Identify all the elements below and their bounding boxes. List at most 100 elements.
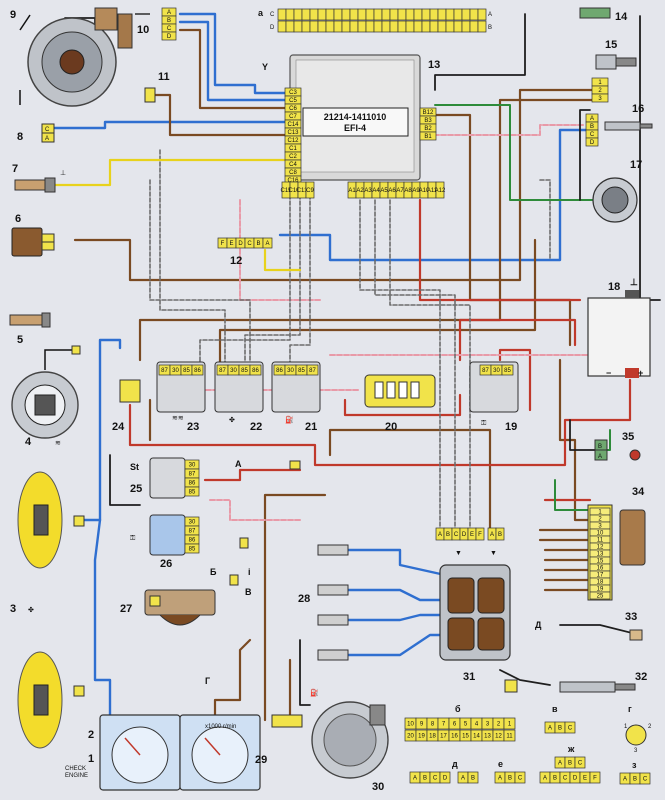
arrow-down-icon: ▼	[455, 550, 462, 557]
legend-zh-top-pin-label: A	[558, 761, 562, 767]
relay-26-pin: 87	[184, 525, 200, 536]
ecu-pin-left-label: C12	[287, 138, 299, 144]
callout-17: 17	[630, 159, 642, 171]
tps-sensor	[117, 13, 133, 49]
connector-a-cell	[421, 8, 431, 21]
ecu-pin-left-label: C2	[289, 154, 297, 160]
tachometer-needle	[204, 737, 221, 756]
label-st: St	[130, 462, 139, 472]
connector	[271, 714, 303, 728]
wire-blue	[53, 120, 287, 130]
fuse	[374, 381, 384, 399]
connector	[144, 87, 156, 103]
connector-a-cell-box	[349, 8, 359, 21]
block-34-pin: 15	[589, 556, 611, 565]
sensor-body	[604, 121, 641, 131]
legend-z-pin-label: A	[623, 777, 627, 783]
ecu-pin-bottom-label: A12	[435, 188, 446, 194]
relay-25-pin-label: 87	[189, 472, 196, 478]
sensor-tip	[614, 683, 636, 691]
ecu-pin-bottom-box	[305, 181, 315, 199]
legend-z-pin-box	[639, 772, 651, 785]
connector-a-cell-box	[389, 20, 399, 33]
legend-b-bottom-pin: 15	[459, 729, 472, 742]
connector-a-cell	[301, 8, 311, 21]
connector-a-cell-box	[405, 8, 415, 21]
ecu-pin-left-label: C6	[289, 106, 297, 112]
legend-b-bottom-pin-label: 16	[451, 734, 458, 740]
callout-18: 18	[608, 281, 620, 293]
relay-19-pin: 85	[501, 364, 514, 376]
relay-22-pin: 30	[227, 364, 240, 376]
connector-a-cell-box	[285, 8, 295, 21]
ecu-pin-left-label: C8	[289, 170, 297, 176]
callout-10: 10	[137, 24, 149, 36]
cooling-fans: 3 ✤	[10, 471, 85, 749]
legend-b-top-pin: 5	[459, 717, 472, 730]
throttle-body: 9	[10, 7, 133, 107]
coil-connector-right-pin-label: B	[498, 532, 502, 538]
connector-a-cell	[381, 8, 391, 21]
ecu-pin-bottom-label: C10	[288, 188, 300, 194]
instrument-cluster: x1000 r/min CHECK ENGINE 2 1 29 Г	[65, 676, 267, 791]
wire-green	[434, 104, 601, 201]
connector-a-cell	[429, 20, 439, 33]
ecu-pin-left: C4	[284, 159, 302, 169]
relay-22-pin-label: 30	[230, 368, 237, 374]
connector	[149, 595, 161, 607]
sensor-plug	[44, 177, 56, 193]
ecu-pin-bottom-label: A11	[427, 188, 438, 194]
legend-d-left-pin: D	[439, 771, 451, 784]
legend-z-pin: A	[619, 772, 631, 785]
sensor-body	[11, 227, 43, 257]
connector-a-cell	[325, 20, 335, 33]
connector-16-pin-label: D	[590, 140, 595, 146]
pin-b: B	[598, 444, 602, 450]
legend-zh-bottom-pin-label: F	[593, 776, 597, 782]
legend-v-pin-label: C	[568, 726, 573, 732]
connector-a-cell	[365, 20, 375, 33]
legend-d-mid-pin-label: A	[461, 776, 465, 782]
legend-e-pin-label: C	[518, 776, 523, 782]
blue-wires	[53, 12, 592, 722]
relay-19-pin: 30	[490, 364, 503, 376]
legend-b-bottom-pin-label: 13	[484, 734, 491, 740]
connector-15-pin-label: 2	[598, 88, 602, 94]
connector-a-cell-box	[429, 8, 439, 21]
block-34-pin-label: 1	[598, 510, 602, 516]
relay-26-pin-label: 87	[189, 529, 196, 535]
relay-23-pin-label: 87	[161, 368, 168, 374]
connector-a-cell	[461, 8, 471, 21]
wire-red	[343, 393, 462, 417]
coolant-temp-sensor: 7 ⊥	[12, 163, 66, 193]
wire-black	[109, 454, 141, 506]
spark-plug	[317, 544, 349, 556]
relay-21-pin: 86	[273, 364, 286, 376]
connector-a-cell-box	[317, 20, 327, 33]
key-icon: ⚿	[130, 535, 136, 542]
check-engine-line2: ENGINE	[65, 773, 88, 779]
connector-10-pin: D	[161, 31, 177, 41]
block-34-pin-label: 13	[597, 552, 604, 558]
ecu-pin-bottom-label: A7	[396, 188, 404, 194]
connector-a-cell-box	[445, 8, 455, 21]
connector-a-cell	[389, 20, 399, 33]
legend-v-pin: A	[544, 721, 556, 734]
ecu-pin-left-label: C14	[287, 122, 299, 128]
connector-a-row2-right: B	[488, 25, 492, 31]
coil	[477, 617, 505, 651]
sensor-tip	[629, 449, 641, 461]
block-34-pin: 12	[589, 542, 611, 551]
label-A: А	[235, 459, 242, 469]
callout-29: 29	[255, 754, 267, 766]
legend-b-top-pin-box	[503, 717, 516, 730]
connector-a-cell	[397, 20, 407, 33]
callout-20: 20	[385, 421, 397, 433]
relay-23-pin-label: 30	[172, 368, 179, 374]
ground-symbol: Y	[262, 62, 268, 72]
pin-c: C	[45, 127, 50, 133]
connector-a-cell	[373, 20, 383, 33]
